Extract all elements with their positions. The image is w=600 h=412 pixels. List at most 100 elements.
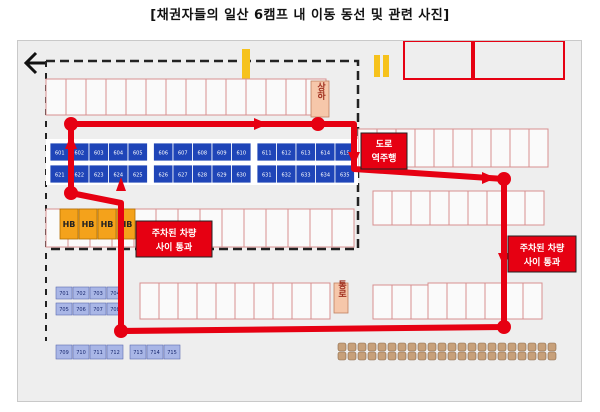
page-title: [채권자들의 일산 6캠프 내 이동 동선 및 관련 사진] xyxy=(150,8,450,23)
route-node xyxy=(64,186,78,200)
parking-stall xyxy=(291,282,312,320)
parking-slot xyxy=(146,344,164,360)
barrier-block xyxy=(387,351,397,361)
parking-stall xyxy=(391,284,412,320)
barrier-block xyxy=(377,342,387,352)
slot-number: 625 xyxy=(133,173,143,179)
barrier-block xyxy=(537,351,547,361)
slot-number: 608 xyxy=(197,151,207,157)
slot-number: 623 xyxy=(94,173,104,179)
slot-number: 607 xyxy=(178,151,188,157)
slot-number: 606 xyxy=(158,151,168,157)
slot-number: 710 xyxy=(76,350,86,356)
building-outline xyxy=(403,41,473,80)
barrier-row xyxy=(337,342,557,361)
barrier-block xyxy=(337,342,347,352)
tongro-box xyxy=(333,282,349,314)
barrier-block xyxy=(337,351,347,361)
parking-stall xyxy=(446,282,467,320)
parking-stall xyxy=(524,190,545,226)
route-node xyxy=(497,172,511,186)
route-arrow-head xyxy=(482,172,496,184)
barrier-block xyxy=(497,351,507,361)
slot-number: 609 xyxy=(217,151,227,157)
slot-number: 709 xyxy=(59,350,69,356)
parking-stall xyxy=(225,78,247,116)
parking-stall xyxy=(215,282,236,320)
barrier-block xyxy=(507,351,517,361)
hb-label: HB xyxy=(120,220,133,229)
callout-road-wrong-way: 도로 역주행 xyxy=(360,132,408,170)
barrier-block xyxy=(407,342,417,352)
parking-stall xyxy=(467,190,488,226)
hb-label: HB xyxy=(63,220,76,229)
parking-stall xyxy=(65,78,87,116)
parking-row-upper xyxy=(45,78,327,116)
hb-label: HB xyxy=(101,220,114,229)
parking-row-lower xyxy=(139,282,543,320)
parking-stall xyxy=(452,128,473,168)
barrier-block xyxy=(537,342,547,352)
svg-text:역주행: 역주행 xyxy=(372,152,397,164)
parking-slot xyxy=(231,164,252,184)
barrier-block xyxy=(527,351,537,361)
slot-number: 704 xyxy=(110,291,120,297)
slot-number: 715 xyxy=(167,350,177,356)
route-arrow-head xyxy=(65,135,77,149)
callout-pass-between-cars-2: 주차된 차량 사이 통과 xyxy=(507,235,577,273)
slot-number: 702 xyxy=(76,291,86,297)
svg-text:도로: 도로 xyxy=(376,139,393,150)
parking-stall xyxy=(410,190,431,226)
parking-stall xyxy=(410,284,431,320)
parking-stall xyxy=(177,282,198,320)
barrier-block xyxy=(467,342,477,352)
route-arrow-head xyxy=(116,177,126,191)
barrier-block xyxy=(367,342,377,352)
barrier-block xyxy=(447,351,457,361)
svg-text:사이 통과: 사이 통과 xyxy=(524,256,561,268)
slot-number: 614 xyxy=(320,151,330,157)
slot-number: 634 xyxy=(320,173,330,179)
slot-number: 605 xyxy=(133,151,143,157)
parking-slot xyxy=(55,302,73,316)
parking-stall xyxy=(465,282,486,320)
hb-box xyxy=(59,208,79,240)
callout-pass-between-cars-1: 주차된 차량 사이 통과 xyxy=(135,220,213,258)
parking-stall xyxy=(372,190,393,226)
parking-stall xyxy=(265,208,289,248)
parking-slot xyxy=(72,286,90,300)
parking-stall xyxy=(287,208,311,248)
parking-stall xyxy=(145,78,167,116)
slot-number: 701 xyxy=(59,291,69,297)
slot-number: 707 xyxy=(93,307,103,313)
parking-stall xyxy=(158,282,179,320)
parking-stall xyxy=(245,78,267,116)
parking-slot xyxy=(55,344,73,360)
svg-text:주차된 차량: 주차된 차량 xyxy=(520,242,565,254)
slot-number: 611 xyxy=(262,151,272,157)
slot-number: 706 xyxy=(76,307,86,313)
parking-stall xyxy=(310,282,331,320)
svg-text:주차된 차량: 주차된 차량 xyxy=(152,227,197,239)
parking-stall xyxy=(372,284,393,320)
svg-text:사이 통과: 사이 통과 xyxy=(156,241,193,253)
slot-number: 613 xyxy=(301,151,311,157)
barrier-block xyxy=(407,351,417,361)
barrier-block xyxy=(497,342,507,352)
parking-stall xyxy=(427,282,448,320)
slot-number: 604 xyxy=(113,151,123,157)
parking-stall xyxy=(490,128,511,168)
parking-stall xyxy=(234,282,255,320)
route-node xyxy=(114,324,128,338)
parking-stall xyxy=(196,282,217,320)
parking-stall xyxy=(331,208,355,248)
route-arrow-head xyxy=(254,118,268,130)
parking-stall xyxy=(253,282,274,320)
parking-stall xyxy=(433,128,454,168)
barrier-block xyxy=(477,342,487,352)
parking-stall xyxy=(139,282,160,320)
parking-stall xyxy=(509,128,530,168)
slot-number: 629 xyxy=(217,173,227,179)
